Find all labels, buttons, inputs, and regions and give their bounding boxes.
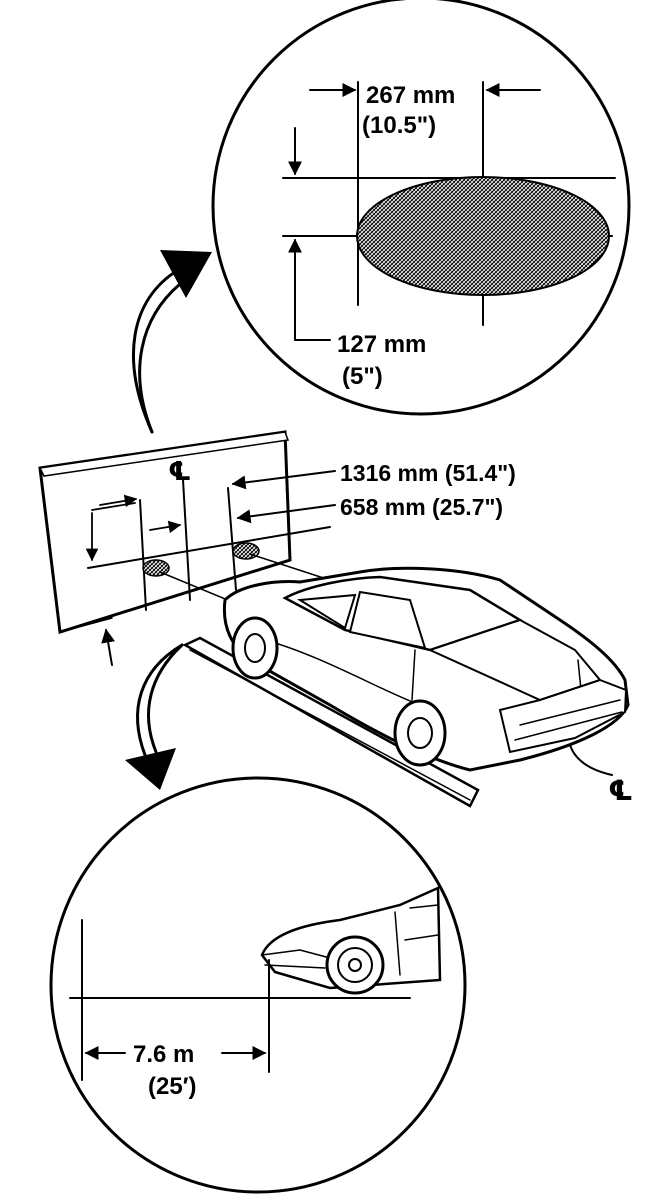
top-detail-circle (211, 0, 631, 416)
car-window-front (348, 590, 427, 650)
car-hood (427, 618, 602, 702)
curved-arrow-down-shaft (136, 643, 184, 757)
ground-rail (182, 636, 480, 808)
leader-658 (236, 504, 336, 524)
beam-pattern-ellipse (356, 176, 610, 296)
leader-1316 (231, 470, 336, 490)
screen-centerline-symbol: ℄ (168, 456, 191, 486)
car-illustration: ℄ (182, 566, 633, 808)
screen-lamp-line-left (139, 499, 147, 611)
curved-arrow-up (132, 250, 212, 434)
width-in-label: (10.5") (362, 112, 436, 139)
height-in-label: (5") (342, 363, 383, 390)
curved-arrow-up-head (160, 250, 212, 298)
screen-lamp-line-right (227, 487, 237, 591)
curved-arrow-down (125, 643, 184, 790)
screen-centerline (182, 479, 191, 601)
car-centerline-symbol: ℄ (608, 775, 633, 806)
bottom-detail-circle-group: 7.6 m (25′) (49, 776, 467, 1194)
bottom-detail-circle (49, 776, 467, 1194)
top-detail-circle-group: 267 mm (10.5") 127 mm (5") (211, 0, 631, 416)
screen-spot-right (232, 542, 260, 560)
car-front-fascia (498, 678, 628, 754)
distance-ft-label: (25′) (148, 1073, 196, 1100)
curved-arrow-down-head (125, 748, 176, 790)
car-centerline-leader (569, 744, 613, 776)
screen-spot-left (142, 559, 170, 577)
screen-horizontal-line (87, 526, 331, 569)
dist-1316-label: 1316 mm (51.4") (340, 460, 516, 486)
height-mm-label: 127 mm (337, 331, 426, 358)
car-window-rear (296, 593, 357, 630)
distance-m-label: 7.6 m (133, 1041, 194, 1068)
aiming-screen: ℄ 1316 mm (51.4") 658 mm (25.7") (38, 430, 516, 666)
width-mm-label: 267 mm (366, 82, 455, 109)
screen-bottom-arrow (101, 628, 116, 666)
dist-658-label: 658 mm (25.7") (340, 494, 503, 520)
